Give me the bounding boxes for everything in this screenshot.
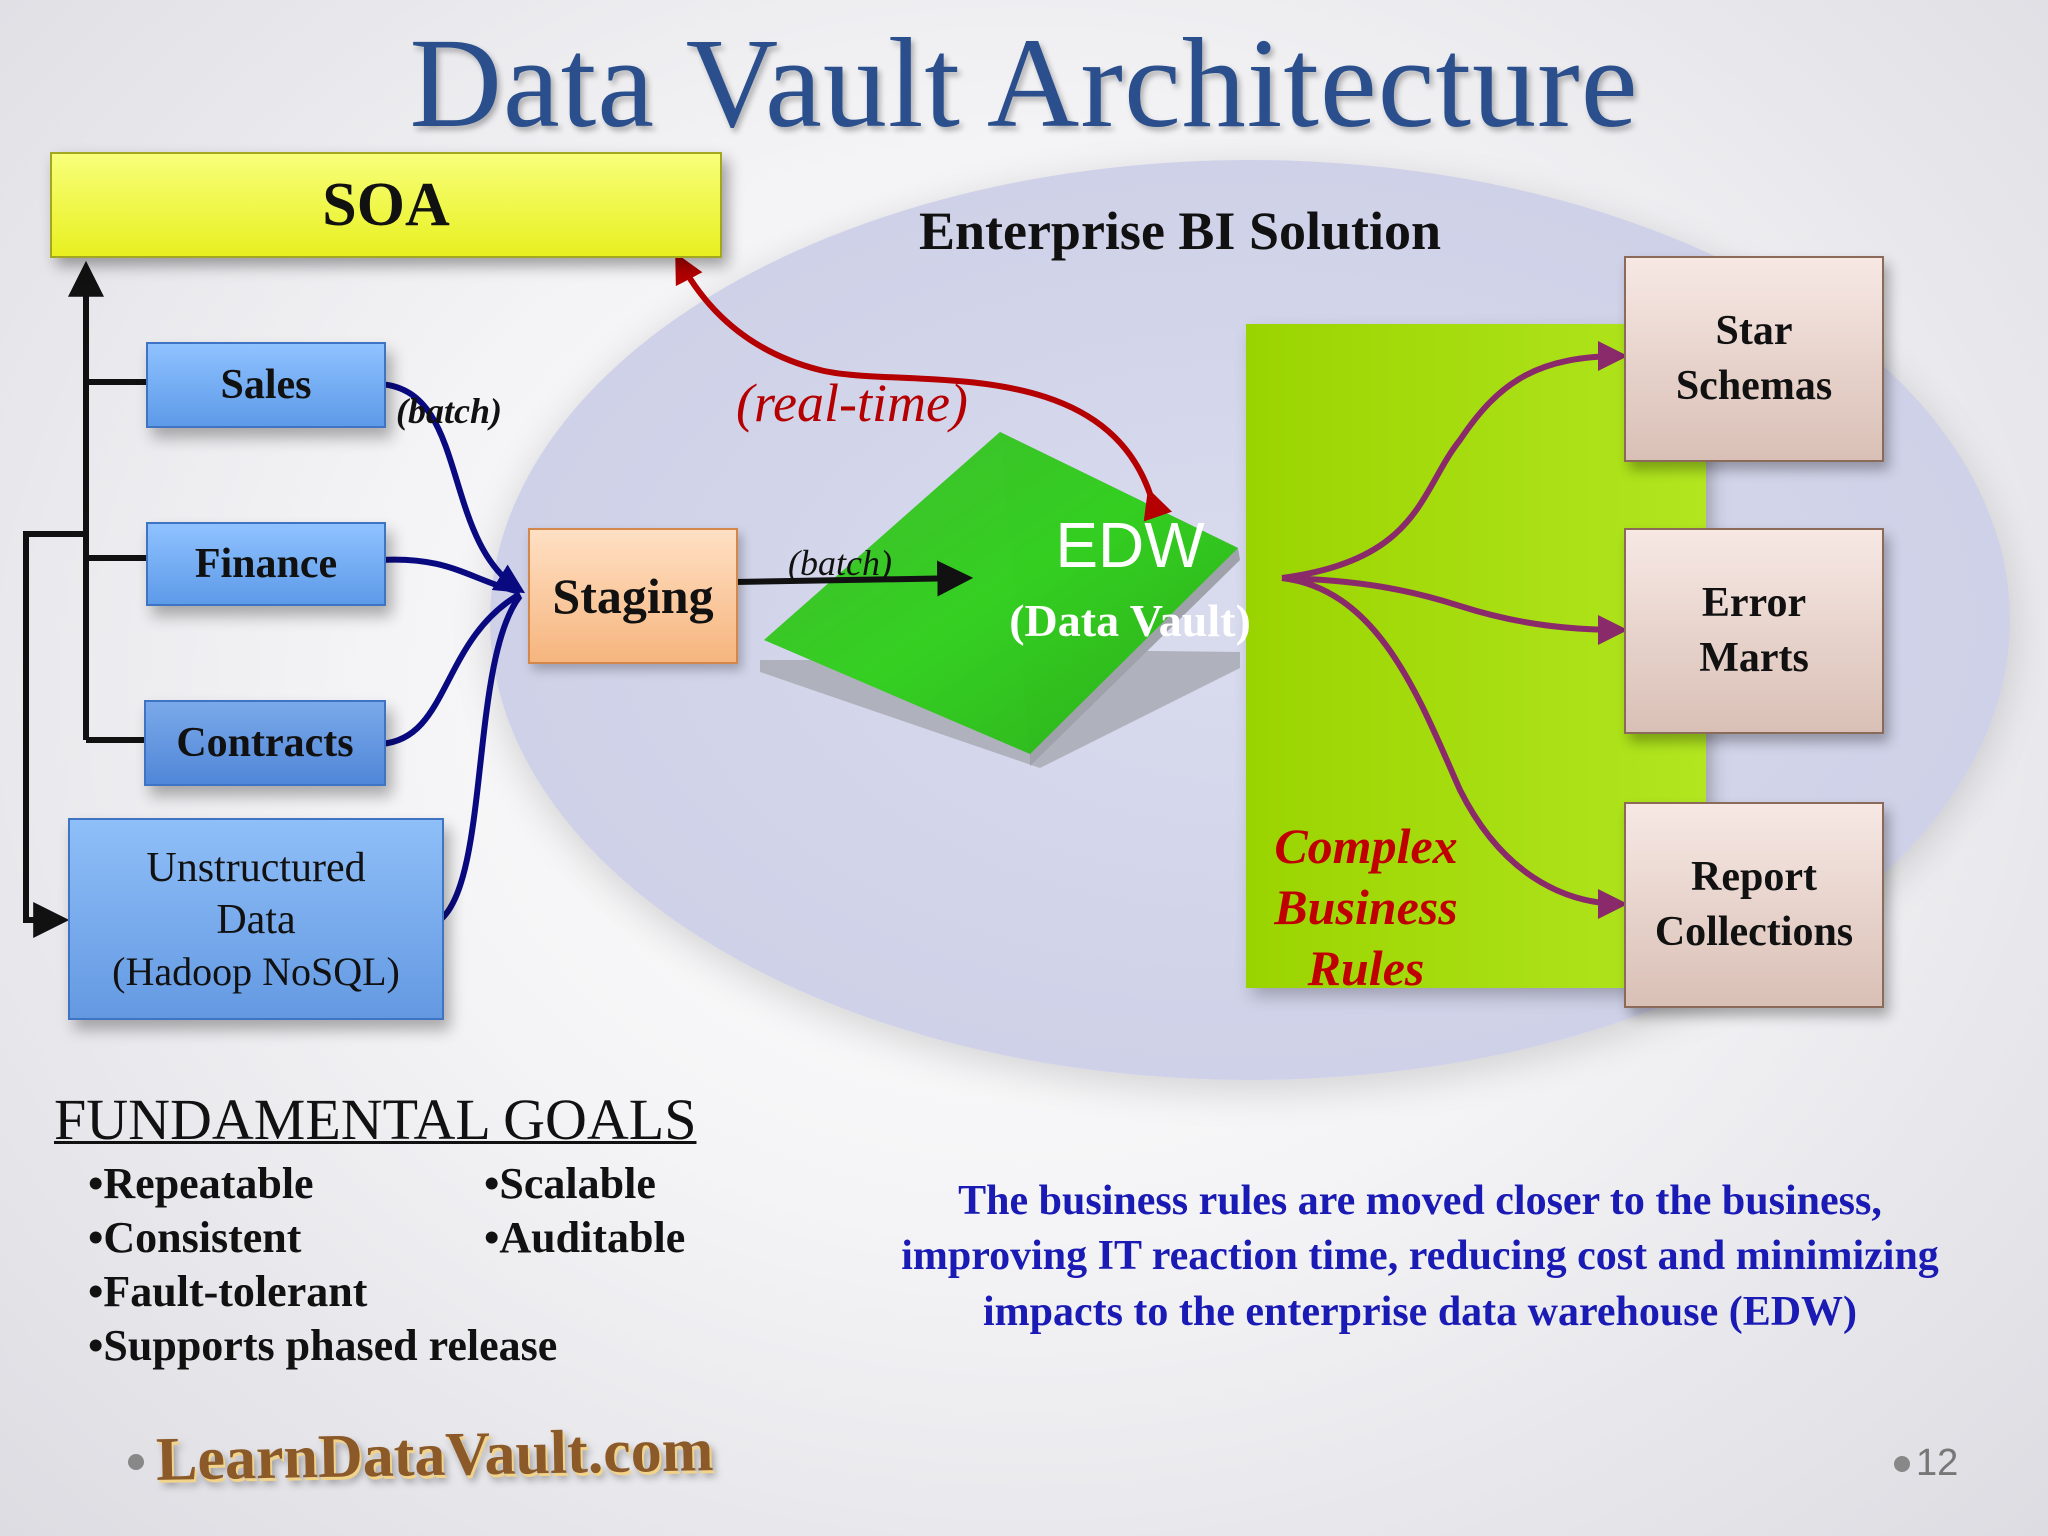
error-line-2: Marts <box>1699 635 1809 681</box>
complex-line-3: Rules <box>1307 940 1425 996</box>
realtime-arrow <box>675 252 1173 522</box>
edw-subtitle: (Data Vault) <box>1009 595 1251 646</box>
batch-label-staging: (batch) <box>788 543 892 583</box>
goal-item: •Supports phased release <box>88 1321 558 1370</box>
learndatavault-logo: LearnDataVault.com <box>155 1416 714 1494</box>
business-rules-note: The business rules are moved closer to t… <box>840 1174 2000 1340</box>
soa-box: SOA <box>50 152 722 258</box>
edw-to-outputs-curves <box>1281 341 1628 919</box>
goal-item: •Consistent <box>88 1213 302 1262</box>
footer-bullet-icon <box>128 1454 144 1470</box>
unstructured-line-3: (Hadoop NoSQL) <box>112 948 400 994</box>
slide-title: Data Vault Architecture <box>409 12 1639 154</box>
edw-title: EDW <box>1055 509 1205 581</box>
output-star-schemas: Star Schemas <box>1624 256 1884 462</box>
batch-to-staging-curves <box>379 381 526 923</box>
page-bullet-icon <box>1894 1456 1910 1472</box>
page-number: 12 <box>1916 1442 1959 1484</box>
complex-business-rules-label: Complex Business Rules <box>1246 816 1486 999</box>
goal-item: •Repeatable <box>88 1159 314 1208</box>
complex-line-2: Business <box>1274 879 1458 935</box>
report-line-1: Report <box>1691 854 1817 901</box>
unstructured-line-1: Unstructured <box>146 844 366 891</box>
source-to-soa-lines <box>23 260 184 938</box>
goal-item: •Scalable <box>484 1159 656 1208</box>
star-line-1: Star <box>1715 308 1793 355</box>
complex-line-1: Complex <box>1274 818 1458 874</box>
enterprise-bi-label: Enterprise BI Solution <box>918 201 1442 261</box>
note-line-3: impacts to the enterprise data warehouse… <box>982 1288 1858 1335</box>
batch-label-sources: (batch) <box>396 391 502 431</box>
source-sales: Sales <box>146 342 386 428</box>
error-line-1: Error <box>1701 580 1807 627</box>
goal-item: •Fault-tolerant <box>88 1267 368 1316</box>
source-unstructured-data: Unstructured Data (Hadoop NoSQL) <box>68 818 444 1020</box>
goals-title: FUNDAMENTAL GOALS <box>54 1087 697 1152</box>
report-line-2: Collections <box>1654 909 1854 955</box>
output-error-marts: Error Marts <box>1624 528 1884 734</box>
note-line-1: The business rules are moved closer to t… <box>958 1178 1882 1224</box>
staging-to-edw-arrow <box>733 560 974 597</box>
goal-item: •Auditable <box>484 1213 686 1262</box>
realtime-label: (real-time) <box>736 373 968 433</box>
note-line-2: improving IT reaction time, reducing cos… <box>901 1233 1939 1280</box>
unstructured-line-2: Data <box>216 897 296 943</box>
output-report-collections: Report Collections <box>1624 802 1884 1008</box>
star-line-2: Schemas <box>1675 363 1833 409</box>
staging-box: Staging <box>528 528 738 664</box>
source-contracts: Contracts <box>144 700 386 786</box>
source-finance: Finance <box>146 522 386 606</box>
